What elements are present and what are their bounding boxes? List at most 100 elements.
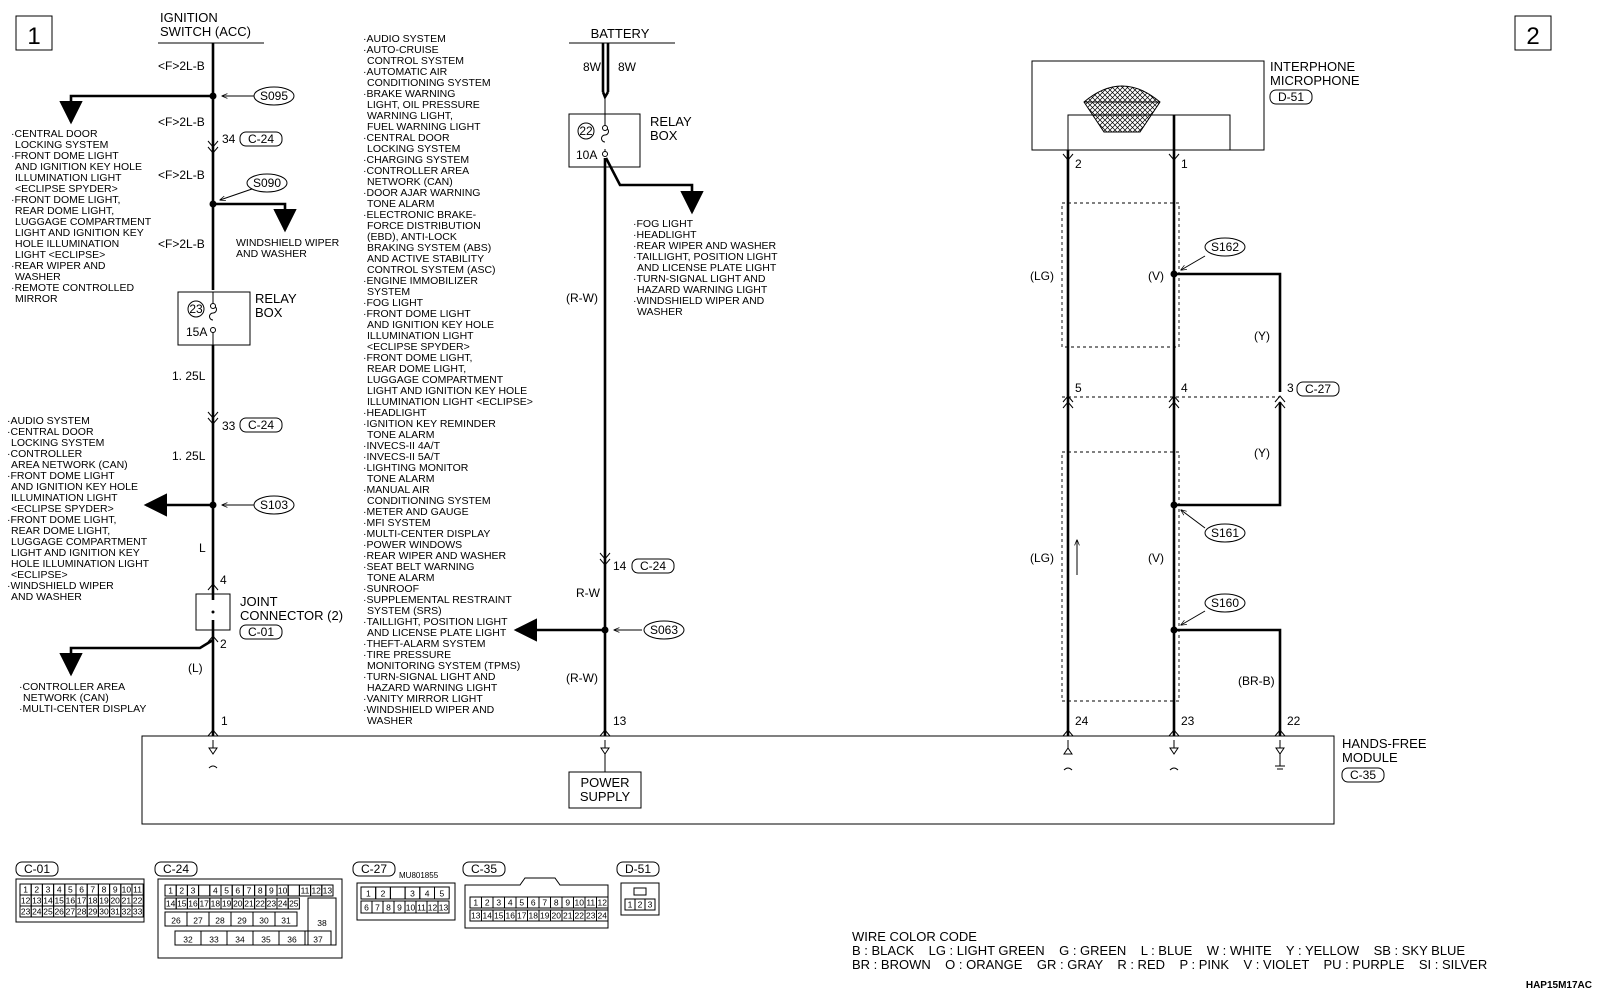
- connector-pin-cell: [321, 884, 334, 897]
- connector-pin-number: 8: [554, 898, 559, 908]
- list-s063-line: ·MULTI-CENTER DISPLAY: [363, 528, 490, 540]
- connector-mark-13: [599, 729, 611, 737]
- wire-label-y-1: (Y): [1254, 329, 1270, 343]
- list-s063-line: ILLUMINATION LIGHT <ECLIPSE>: [367, 396, 533, 408]
- connector-pin-number: 2: [638, 900, 643, 910]
- pin-34: 34: [222, 132, 236, 146]
- c27-mark-5: [1062, 395, 1074, 409]
- connector-pin-number: 9: [113, 885, 118, 895]
- list-s063-line: ·FRONT DOME LIGHT,: [363, 352, 472, 364]
- fuse-amp-10a: 10A: [576, 148, 597, 162]
- connector-pin-number: 14: [483, 911, 493, 921]
- connector-pin-number: 1: [168, 886, 173, 896]
- connector-pin-number: 5: [439, 889, 444, 899]
- list-s063-line: ·INVECS-II 4A/T: [363, 440, 441, 452]
- connector-pin-number: 23: [267, 899, 277, 909]
- list-s063-line: TONE ALARM: [367, 473, 435, 485]
- connector-pin-number: 14: [43, 896, 53, 906]
- list-s063-line: ·FRONT DOME LIGHT: [363, 308, 471, 320]
- splice-label-s161: S161: [1211, 526, 1239, 540]
- connector-view-tag-c27: [352, 861, 396, 877]
- wire-label-lg-2: (LG): [1030, 551, 1054, 565]
- list-s095-line: LIGHT <ECLIPSE>: [15, 249, 105, 261]
- connector-pin-number: 19: [540, 911, 550, 921]
- list-s063-line: TONE ALARM: [367, 572, 435, 584]
- figure-code: HAP15M17AC: [1526, 980, 1592, 991]
- list-s063-line: NETWORK (CAN): [367, 176, 453, 188]
- mic-pin-2: 2: [1075, 157, 1082, 171]
- list-s063-line: ·METER AND GAUGE: [363, 506, 469, 518]
- list-s063-line: ·MANUAL AIR: [363, 484, 430, 496]
- relay-box-1: [177, 291, 251, 346]
- c27-pin-4: 4: [1181, 381, 1188, 395]
- fuse-amp-15a: 15A: [186, 325, 207, 339]
- list-s063-line: HAZARD WARNING LIGHT: [367, 682, 498, 694]
- connector-housing: [464, 877, 609, 929]
- connector-pin-number: 19: [99, 896, 109, 906]
- connector-pin-number: 24: [598, 911, 608, 921]
- list-s095-line: ·REMOTE CONTROLLED: [11, 282, 135, 294]
- connector-pin-number: 3: [191, 886, 196, 896]
- wire-label-br-b: (BR-B): [1238, 674, 1275, 688]
- pin-2-joint: 2: [220, 637, 227, 651]
- connector-pin-number: 1: [366, 889, 371, 899]
- splice-label-s063: S063: [650, 623, 678, 637]
- connector-label-c27: C-27: [1305, 382, 1331, 396]
- list-s095-line: LUGGAGE COMPARTMENT: [15, 216, 152, 228]
- sheet-number-left: 1: [27, 23, 40, 50]
- color-code-title: WIRE COLOR CODE: [852, 929, 977, 944]
- connector-pin-number: 13: [323, 886, 333, 896]
- pin-14: 14: [613, 559, 627, 573]
- connector-mark-4: [207, 583, 219, 591]
- relay-box-1-label-2: BOX: [255, 305, 283, 320]
- connector-view-tag-c24: [154, 861, 198, 877]
- module-pin-22: 22: [1287, 714, 1301, 728]
- hands-free-module-box: [141, 735, 1335, 825]
- connector-pin-number: 6: [235, 886, 240, 896]
- fuse-number-22: 22: [579, 124, 593, 138]
- pin-4: 4: [220, 573, 227, 587]
- connector-pin-number: 17: [77, 896, 87, 906]
- fuse-terminal-1b: [210, 327, 216, 333]
- list-s063-line: ·FOG LIGHT: [363, 297, 424, 309]
- list-s063-line: ·HEADLIGHT: [363, 407, 427, 419]
- list-relay2-line: ·FOG LIGHT: [633, 218, 694, 230]
- relay2-destination-list: ·FOG LIGHT·HEADLIGHT·REAR WIPER AND WASH…: [633, 218, 778, 318]
- list-s063-line: WASHER: [367, 715, 413, 727]
- list-s095-line: ·REAR WIPER AND: [11, 260, 106, 272]
- s161-pointer: [1181, 510, 1206, 529]
- microphone-title-2: MICROPHONE: [1270, 73, 1360, 88]
- connector-pin-cell: [596, 909, 609, 922]
- pin-mark-24: [1062, 729, 1074, 737]
- connector-pin-number: 28: [215, 916, 225, 926]
- list-s063-line: ·AUTO-CRUISE: [363, 44, 439, 56]
- connector-pin-number: 35: [261, 935, 271, 945]
- s162-pointer: [1181, 255, 1206, 270]
- s090-list-2: AND WASHER: [236, 248, 307, 260]
- connector-label-c35: C-35: [1350, 768, 1376, 782]
- connector-pin-cell: [287, 884, 300, 897]
- list-s063-line: LIGHT, OIL PRESSURE: [367, 99, 480, 111]
- list-s063-line: CONTROL SYSTEM: [367, 55, 464, 67]
- list-s103-line: AREA NETWORK (CAN): [11, 459, 128, 471]
- connector-pin-number: 18: [529, 911, 539, 921]
- fuse-terminal-1a: [210, 303, 216, 309]
- connector-view-label-c24: C-24: [163, 862, 189, 876]
- connector-mark-1: [207, 729, 219, 737]
- list-s063-line: LIGHT AND IGNITION KEY HOLE: [367, 385, 527, 397]
- module-input-symbol-4: [1169, 740, 1179, 771]
- splice-tag-s160: [1204, 593, 1246, 613]
- wire-label-c: <F>2L-B: [158, 168, 205, 182]
- s090-pointer: [220, 188, 253, 200]
- joint-connector-label-2: CONNECTOR (2): [240, 608, 343, 623]
- joint-branch-wire: [59, 638, 214, 677]
- connector-tag-c27: [1296, 381, 1340, 397]
- c27-mark-4: [1168, 395, 1180, 409]
